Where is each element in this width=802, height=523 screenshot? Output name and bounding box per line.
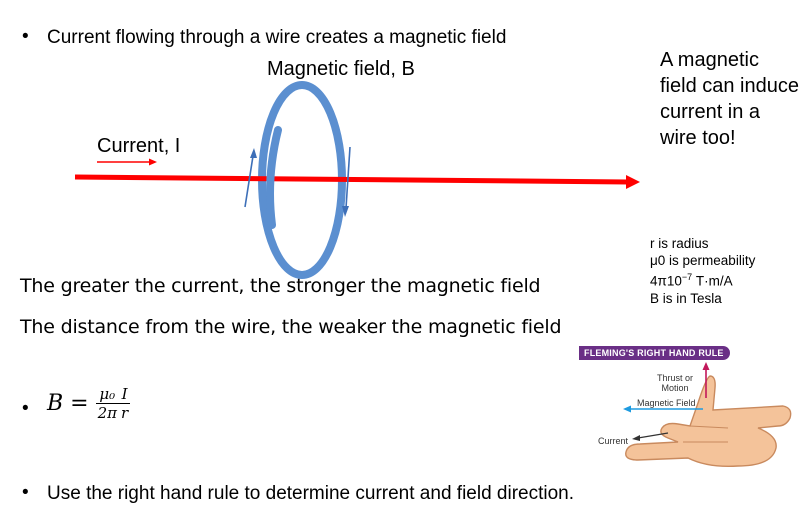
bullet-right-hand-rule: Use the right hand rule to determine cur… — [47, 483, 575, 504]
field-arrow-down — [345, 146, 351, 209]
statement-current-strength: The greater the current, the stronger th… — [20, 275, 541, 297]
side-note: A magnetic field can induce current in a… — [660, 49, 799, 149]
current-arrow-head — [632, 435, 640, 441]
field-arrow-head — [623, 405, 631, 413]
current-arrow — [637, 432, 669, 439]
hand-finger-line — [689, 425, 729, 429]
wire-arrowhead — [626, 175, 640, 189]
note-tesla: B is in Tesla — [650, 290, 722, 306]
magnetic-field-hand-label: Magnetic Field — [637, 398, 696, 408]
hand-shape — [625, 375, 792, 468]
bullet-marker: • — [22, 26, 29, 47]
formula-lhs: B — [47, 391, 64, 416]
note-permeability-value: 4π10−7 T·m/A — [650, 272, 733, 289]
loop-front-segment — [266, 126, 282, 229]
bullet-marker: • — [22, 482, 29, 503]
bullet-marker: • — [22, 398, 29, 419]
thrust-arrow-head — [702, 362, 710, 370]
statement-distance: The distance from the wire, the weaker t… — [20, 316, 562, 338]
field-arrow-up — [244, 155, 254, 208]
variable-notes: r is radius μ0 is permeability 4π10−7 T·… — [650, 235, 800, 307]
field-arrow-down-head — [342, 206, 349, 217]
current-label: Current, I — [97, 135, 181, 157]
current-hand-label: Current — [598, 436, 629, 446]
thrust-label: Thrust or Motion — [657, 373, 694, 393]
magnetic-field-label: Magnetic field, B — [267, 58, 415, 80]
right-hand-rule-title: FLEMING'S RIGHT HAND RULE — [579, 346, 730, 360]
wire — [74, 174, 629, 185]
note-permeability: μ0 is permeability — [650, 253, 756, 268]
current-arrow-head — [149, 158, 157, 166]
note-radius: r is radius — [650, 236, 709, 251]
field-arrow-up-head — [250, 148, 257, 158]
bullet-current-creates-field: Current flowing through a wire creates a… — [47, 27, 507, 48]
formula-equals: = — [63, 391, 96, 416]
right-hand-illustration — [623, 362, 792, 468]
